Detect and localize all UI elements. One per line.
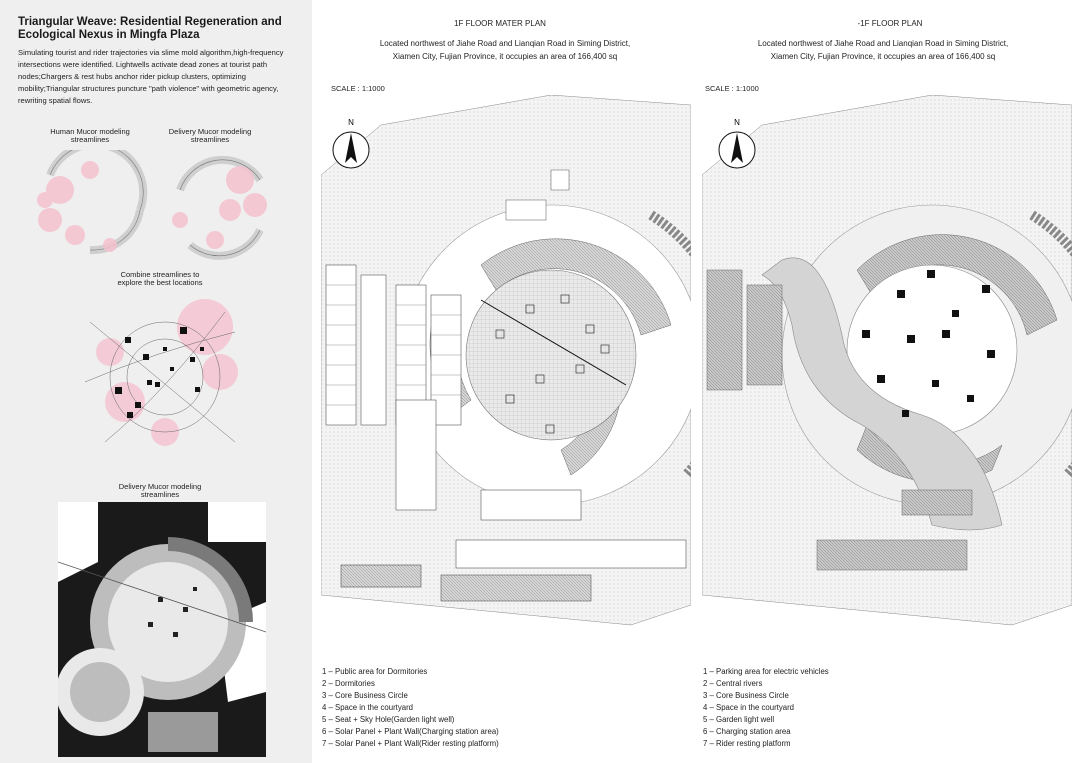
human-caption: Human Mucor modeling streamlines <box>30 128 150 144</box>
plan1-description: Located northwest of Jiahe Road and Lian… <box>335 37 675 63</box>
delivery-caption: Delivery Mucor modeling streamlines <box>150 128 270 144</box>
plan1-desc-line1: Located northwest of Jiahe Road and Lian… <box>379 39 631 48</box>
plan1-legend-item: 1 – Public area for Dormitories <box>322 667 428 676</box>
plan1-north-arrow <box>332 131 370 169</box>
project-title: Triangular Weave: Residential Regenerati… <box>18 16 282 41</box>
human-caption-line2: streamlines <box>70 135 110 144</box>
plan2-scale: SCALE : 1:1000 <box>705 84 759 93</box>
bottom-caption: Delivery Mucor modeling streamlines <box>95 483 225 499</box>
combine-caption-line2: explore the best locations <box>117 278 203 287</box>
bottom-caption-line2: streamlines <box>140 490 180 499</box>
plan2-north-arrow <box>718 131 756 169</box>
plan1-scale: SCALE : 1:1000 <box>331 84 385 93</box>
combined-streamlines-diagram <box>85 299 238 446</box>
plan1-legend-item: 6 – Solar Panel + Plant Wall(Charging st… <box>322 727 499 736</box>
plan2-legend-item: 6 – Charging station area <box>703 727 791 736</box>
plan1-legend-item: 3 – Core Business Circle <box>322 691 408 700</box>
plan2-desc-line1: Located northwest of Jiahe Road and Lian… <box>757 39 1009 48</box>
plan1-title: 1F FLOOR MATER PLAN <box>454 19 546 28</box>
bottom-caption-line1: Delivery Mucor modeling <box>118 482 202 491</box>
plan1-desc-line2: Xiamen City, Fujian Province, it occupie… <box>392 52 618 61</box>
human-mucor-diagram <box>37 150 148 255</box>
left-panel: Triangular Weave: Residential Regenerati… <box>0 0 312 763</box>
plan2-description: Located northwest of Jiahe Road and Lian… <box>713 37 1053 63</box>
plan1-legend-item: 7 – Solar Panel + Plant Wall(Rider resti… <box>322 739 499 748</box>
site-figure-ground-diagram <box>58 502 266 757</box>
delivery-caption-line1: Delivery Mucor modeling <box>168 127 252 136</box>
human-caption-line1: Human Mucor modeling <box>50 127 130 136</box>
combine-caption: Combine streamlines to explore the best … <box>95 271 225 287</box>
plan1-legend-item: 4 – Space in the courtyard <box>322 703 414 712</box>
plan1-legend-item: 5 – Seat + Sky Hole(Garden light well) <box>322 715 455 724</box>
project-description: Simulating tourist and rider trajectorie… <box>18 48 284 105</box>
plan2-legend-item: 1 – Parking area for electric vehicles <box>703 667 829 676</box>
plan2-drawing: N <box>702 95 1072 626</box>
plan2-title: -1F FLOOR PLAN <box>857 19 923 28</box>
plan2-desc-line2: Xiamen City, Fujian Province, it occupie… <box>770 52 996 61</box>
plan2-north-label: N <box>734 118 740 127</box>
delivery-mucor-diagram <box>172 155 267 260</box>
combine-caption-line1: Combine streamlines to <box>120 270 200 279</box>
plan2-legend-item: 2 – Central rivers <box>703 679 763 688</box>
plan1-legend: 1 – Public area for Dormitories 2 – Dorm… <box>322 666 499 750</box>
plan2-legend-item: 3 – Core Business Circle <box>703 691 789 700</box>
plan2-legend-item: 4 – Space in the courtyard <box>703 703 795 712</box>
plan1-drawing: N <box>321 95 691 626</box>
plan2-legend-item: 5 – Garden light well <box>703 715 775 724</box>
plan1-legend-item: 2 – Dormitories <box>322 679 375 688</box>
delivery-caption-line2: streamlines <box>190 135 230 144</box>
plan2-legend: 1 – Parking area for electric vehicles 2… <box>703 666 829 750</box>
plan1-north-label: N <box>348 118 354 127</box>
plan2-legend-item: 7 – Rider resting platform <box>703 739 791 748</box>
